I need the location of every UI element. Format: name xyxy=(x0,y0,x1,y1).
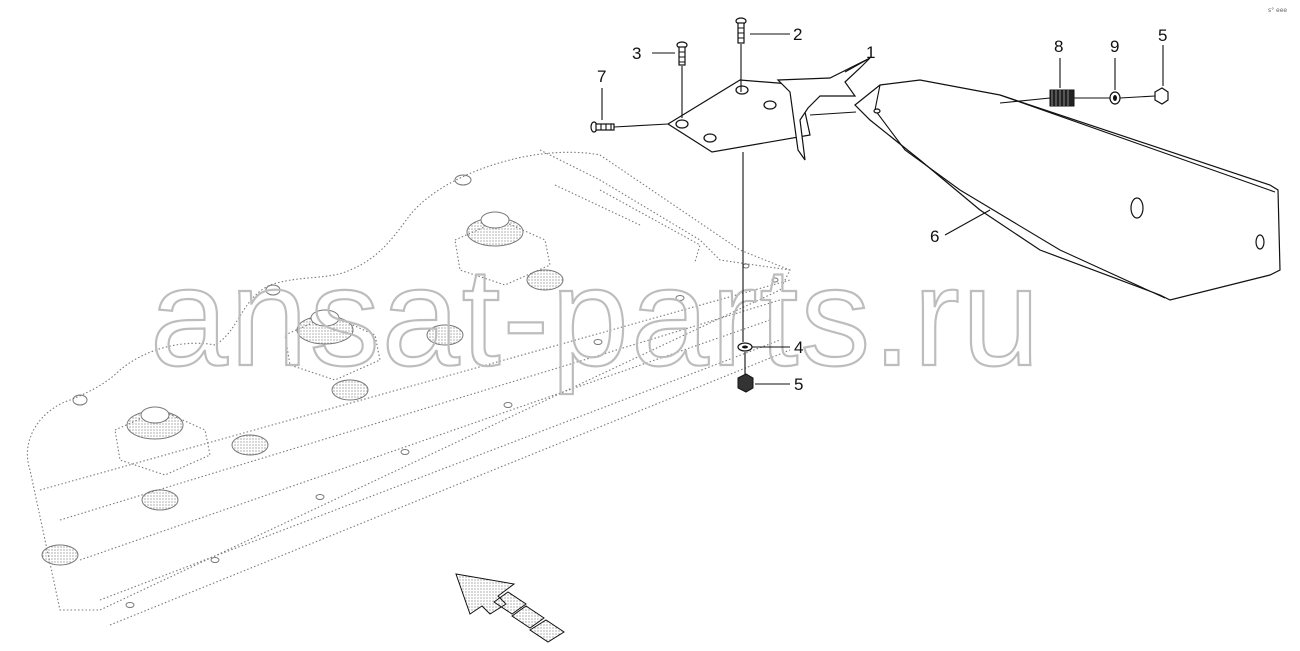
round-bosses xyxy=(41,269,564,566)
callout-4: 4 xyxy=(794,338,803,357)
disc-hub-1 xyxy=(114,406,211,476)
screw-2 xyxy=(735,17,747,44)
spring-8 xyxy=(1049,89,1075,107)
watermark: ansat-parts.ru xyxy=(150,238,1042,395)
callout-6: 6 xyxy=(930,227,939,246)
assembly-lines xyxy=(601,33,1164,385)
callout-1: 1 xyxy=(866,43,875,62)
cutter-bar-assembly xyxy=(26,149,791,626)
mounting-bracket xyxy=(666,57,871,161)
nut-5-lower xyxy=(737,373,754,393)
skid-plate xyxy=(854,79,1281,301)
callout-3: 3 xyxy=(632,44,641,63)
corner-mark: s° eee xyxy=(1268,7,1287,14)
nut-5-upper xyxy=(1154,87,1169,105)
callout-2: 2 xyxy=(793,25,802,44)
callout-8: 8 xyxy=(1054,37,1063,56)
screw-7 xyxy=(590,121,615,133)
callout-5-upper: 5 xyxy=(1158,26,1167,45)
disc-hub-3 xyxy=(454,211,551,286)
direction-arrow-icon xyxy=(455,573,565,643)
callout-5-lower: 5 xyxy=(794,375,803,394)
washer-4 xyxy=(737,342,753,352)
screw-3 xyxy=(676,41,688,66)
disc-hub-2 xyxy=(284,309,381,381)
callout-9: 9 xyxy=(1110,37,1119,56)
callout-7: 7 xyxy=(597,67,606,86)
